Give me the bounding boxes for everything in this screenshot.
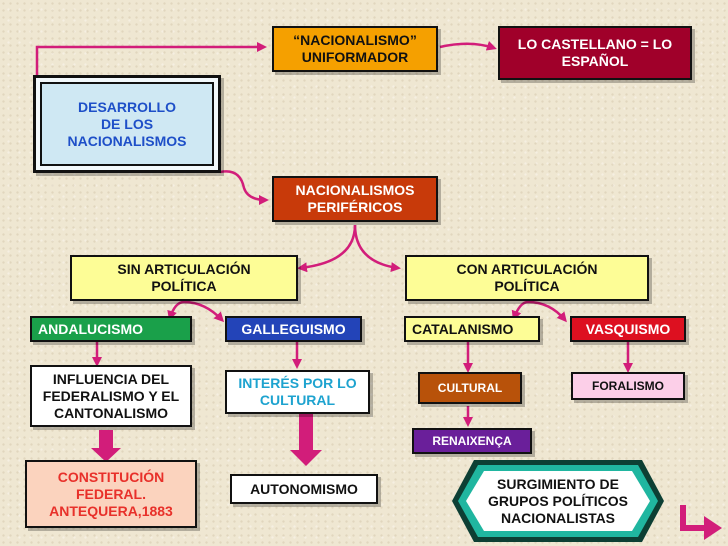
connector-uniformador-to-castellano <box>439 41 497 51</box>
surgimiento-hexagon <box>452 460 664 542</box>
connector-sin-to-andalucismo <box>167 300 185 321</box>
constitucion-federal-box: CONSTITUCIÓN FEDERAL. ANTEQUERA,1883 <box>25 460 197 528</box>
desarrollo-nacionalismos-label: DESARROLLO DE LOS NACIONALISMOS <box>67 98 187 149</box>
nacionalismo-uniformador-label: “NACIONALISMO” UNIFORMADOR <box>293 32 417 65</box>
con-articulacion-box: CON ARTICULACIÓN POLÍTICA <box>405 255 649 301</box>
autonomismo-label: AUTONOMISMO <box>250 480 358 497</box>
connector-perifericos-to-con <box>353 224 401 272</box>
galleguismo-label: GALLEGUISMO <box>241 320 346 337</box>
connector-perifericos-to-sin <box>297 224 357 273</box>
influencia-federalismo-label: INFLUENCIA DEL FEDERALISMO Y EL CANTONAL… <box>42 370 180 421</box>
vasquismo-label: VASQUISMO <box>585 320 671 337</box>
nacionalismo-uniformador-box: “NACIONALISMO” UNIFORMADOR <box>272 26 438 72</box>
surgimiento-grupos-box: SURGIMIENTO DE GRUPOS POLÍTICOS NACIONAL… <box>466 471 650 531</box>
andalucismo-label: ANDALUCISMO <box>38 320 143 337</box>
desarrollo-nacionalismos-box: DESARROLLO DE LOS NACIONALISMOS <box>33 75 221 173</box>
nacionalismos-perifericos-label: NACIONALISMOS PERIFÉRICOS <box>295 182 415 215</box>
sin-articulacion-label: SIN ARTICULACIÓN POLÍTICA <box>117 261 251 294</box>
con-articulacion-label: CON ARTICULACIÓN POLÍTICA <box>456 261 598 294</box>
galleguismo-box: GALLEGUISMO <box>225 316 362 342</box>
vasquismo-box: VASQUISMO <box>570 316 686 342</box>
surgimiento-grupos-label: SURGIMIENTO DE GRUPOS POLÍTICOS NACIONAL… <box>487 475 628 526</box>
connector-desarrollo-to-perifericos <box>219 170 269 205</box>
cultural-label: CULTURAL <box>437 380 503 395</box>
constitucion-federal-label: CONSTITUCIÓN FEDERAL. ANTEQUERA,1883 <box>49 468 173 519</box>
connector-desarrollo-to-uniformador <box>35 42 267 75</box>
interes-cultural-label: INTERÉS POR LO CULTURAL <box>238 375 357 408</box>
renaixenca-label: RENAIXENÇA <box>432 433 512 448</box>
catalanismo-box: CATALANISMO <box>404 316 540 342</box>
renaixenca-box: RENAIXENÇA <box>412 428 532 454</box>
castellano-espanol-box: LO CASTELLANO = LO ESPAÑOL <box>498 26 692 80</box>
connector-con-to-vasquismo <box>527 300 567 323</box>
connector-con-to-catalanismo <box>511 300 529 321</box>
nacionalismos-perifericos-box: NACIONALISMOS PERIFÉRICOS <box>272 176 438 222</box>
arrow-down-influencia-to-constitucion <box>91 430 121 462</box>
arrow-down-interes-to-autonomismo <box>290 414 322 466</box>
autonomismo-box: AUTONOMISMO <box>230 474 378 504</box>
sin-articulacion-box: SIN ARTICULACIÓN POLÍTICA <box>70 255 298 301</box>
cultural-box: CULTURAL <box>418 372 522 404</box>
curl-arrow-icon <box>680 505 712 531</box>
foralismo-label: FORALISMO <box>592 378 664 393</box>
castellano-espanol-label: LO CASTELLANO = LO ESPAÑOL <box>517 36 673 69</box>
curl-arrow-head-icon <box>704 516 722 540</box>
foralismo-box: FORALISMO <box>571 372 685 400</box>
connector-sin-to-galleguismo <box>183 300 225 323</box>
interes-cultural-box: INTERÉS POR LO CULTURAL <box>225 370 370 414</box>
influencia-federalismo-box: INFLUENCIA DEL FEDERALISMO Y EL CANTONAL… <box>30 365 192 427</box>
catalanismo-label: CATALANISMO <box>412 320 514 337</box>
andalucismo-box: ANDALUCISMO <box>30 316 192 342</box>
